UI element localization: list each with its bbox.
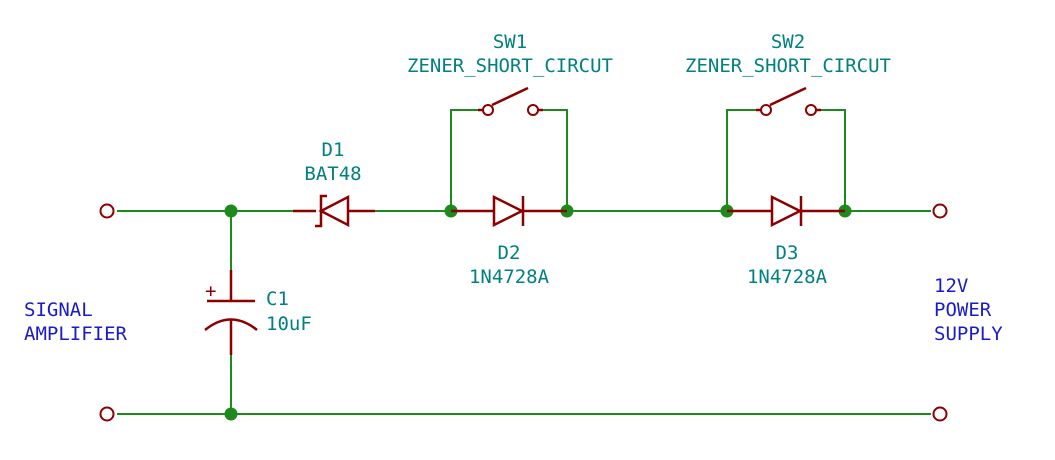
- wire-sw2-return: [821, 109, 846, 211]
- d2-value-label: 1N4728A: [469, 266, 550, 288]
- wire-sw1-bypass: [450, 109, 478, 211]
- diode-d1-symbol: [293, 194, 375, 228]
- junction-dot: [224, 204, 238, 218]
- power-label-line3: SUPPLY: [934, 323, 1003, 345]
- d3-ref-label: D3: [776, 242, 799, 264]
- c1-polarity-mark: +: [205, 280, 216, 302]
- signal-label-line2: AMPLIFIER: [24, 323, 128, 345]
- junctions: [224, 204, 852, 421]
- d2-ref-label: D2: [498, 242, 521, 264]
- c1-value-label: 10uF: [266, 313, 312, 335]
- terminal-signal-bottom: [99, 406, 115, 422]
- terminal-power-bottom: [932, 406, 948, 422]
- d3-value-label: 1N4728A: [747, 266, 828, 288]
- signal-label-line1: SIGNAL: [24, 299, 93, 321]
- power-label-line1: 12V: [934, 275, 968, 297]
- terminals: [99, 203, 948, 422]
- switch-sw1-symbol: [478, 86, 543, 116]
- d1-value-label: BAT48: [304, 163, 361, 185]
- sw1-ref-label: SW1: [493, 31, 527, 53]
- power-label-line2: POWER: [934, 299, 992, 321]
- terminal-power-top: [932, 203, 948, 219]
- diode-d2-symbol: [451, 194, 567, 228]
- component-labels: D1 BAT48 SW1 ZENER_SHORT_CIRCUT SW2 ZENE…: [266, 31, 891, 335]
- capacitor-c1-symbol: +: [204, 270, 258, 355]
- switch-sw2-symbol: [756, 86, 821, 116]
- wires: [117, 109, 931, 415]
- sw1-value-label: ZENER_SHORT_CIRCUT: [407, 55, 613, 77]
- c1-ref-label: C1: [266, 288, 289, 310]
- terminal-signal-top: [99, 203, 115, 219]
- net-labels: SIGNAL AMPLIFIER 12V POWER SUPPLY: [24, 275, 1003, 345]
- junction-dot: [224, 407, 238, 421]
- diode-d3-symbol: [727, 194, 845, 228]
- sw2-value-label: ZENER_SHORT_CIRCUT: [685, 55, 891, 77]
- wire-sw2-bypass: [726, 109, 756, 211]
- d1-ref-label: D1: [322, 139, 345, 161]
- sw2-ref-label: SW2: [771, 31, 805, 53]
- wire-sw1-return: [543, 109, 568, 211]
